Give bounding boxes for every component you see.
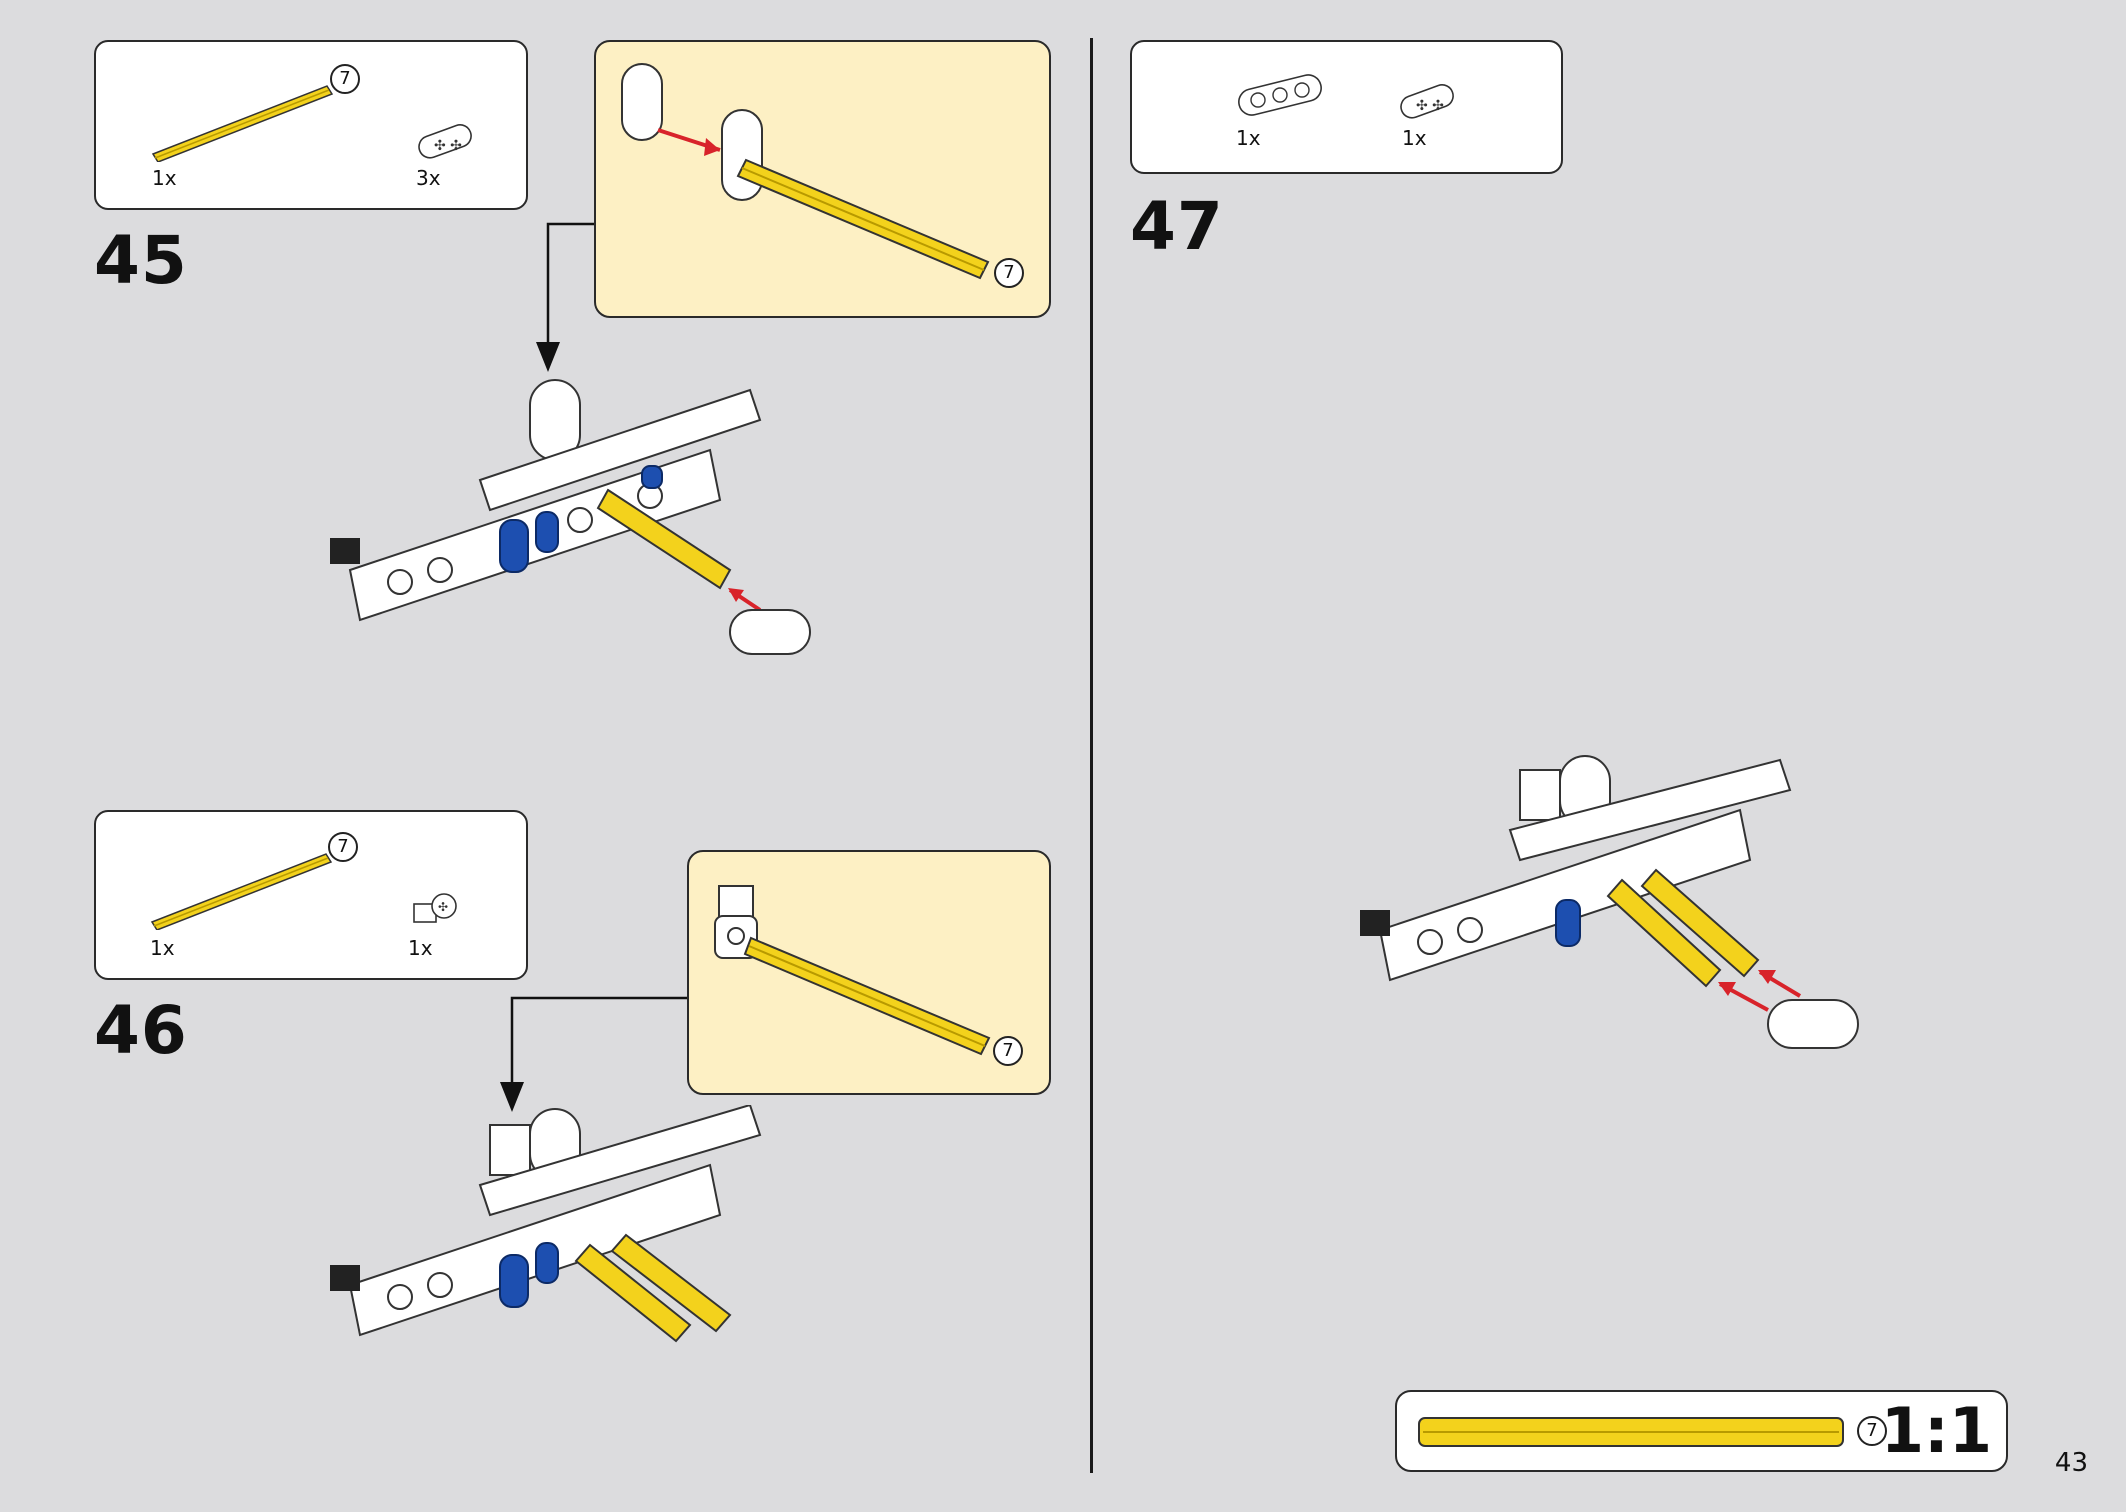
step-45-subassembly-box: 7 — [594, 40, 1051, 318]
subassembly-illustration — [621, 63, 990, 280]
step-number-47: 47 — [1130, 188, 1224, 265]
liftarm-part-icon: ✣ ✣ — [418, 124, 472, 159]
step-number-45: 45 — [94, 222, 188, 299]
step-46-subassembly-box: 7 — [687, 850, 1051, 1095]
step-45-parts-box: 7 1x ✣ ✣ 3x — [94, 40, 528, 210]
axle-length-badge: 7 — [328, 832, 358, 862]
svg-text:✣ ✣: ✣ ✣ — [1416, 98, 1444, 114]
liftarm-3-part-icon — [1238, 74, 1322, 116]
svg-text:✣: ✣ — [438, 900, 448, 914]
scale-reference-box: 7 1:1 — [1395, 1390, 2008, 1472]
axle-qty: 1x — [150, 936, 175, 960]
scale-axle-icon — [1418, 1417, 1844, 1447]
subassembly-axle-length-badge: 7 — [993, 1036, 1023, 1066]
axle-length-badge: 7 — [330, 64, 360, 94]
svg-text:✣ ✣: ✣ ✣ — [434, 138, 462, 154]
axle-part-icon — [150, 853, 333, 930]
subassembly-axle-length-badge: 7 — [994, 258, 1024, 288]
subassembly-illustration — [714, 885, 991, 1056]
step-45-model-illustration — [330, 379, 811, 655]
liftarm-part-icon: ✣ ✣ — [1400, 84, 1454, 119]
step-47-parts-box: 1x ✣ ✣ 1x — [1130, 40, 1563, 174]
column-divider — [1090, 38, 1093, 1473]
scale-length-badge: 7 — [1857, 1416, 1887, 1446]
liftarm-qty: 1x — [1402, 126, 1427, 150]
liftarm-3-qty: 1x — [1236, 126, 1261, 150]
connector-part-icon: ✣ — [413, 893, 457, 923]
page-number: 43 — [2054, 1448, 2088, 1478]
step-number-46: 46 — [94, 992, 188, 1069]
step-46-model-illustration — [330, 1105, 762, 1343]
axle-qty: 1x — [152, 166, 177, 190]
connector-qty: 1x — [408, 936, 433, 960]
step-47-model-illustration — [1360, 755, 1859, 1049]
scale-ratio-label: 1:1 — [1880, 1394, 1992, 1467]
axle-part-icon — [151, 85, 334, 162]
liftarm-qty: 3x — [416, 166, 441, 190]
step-46-parts-box: 7 1x ✣ 1x — [94, 810, 528, 980]
